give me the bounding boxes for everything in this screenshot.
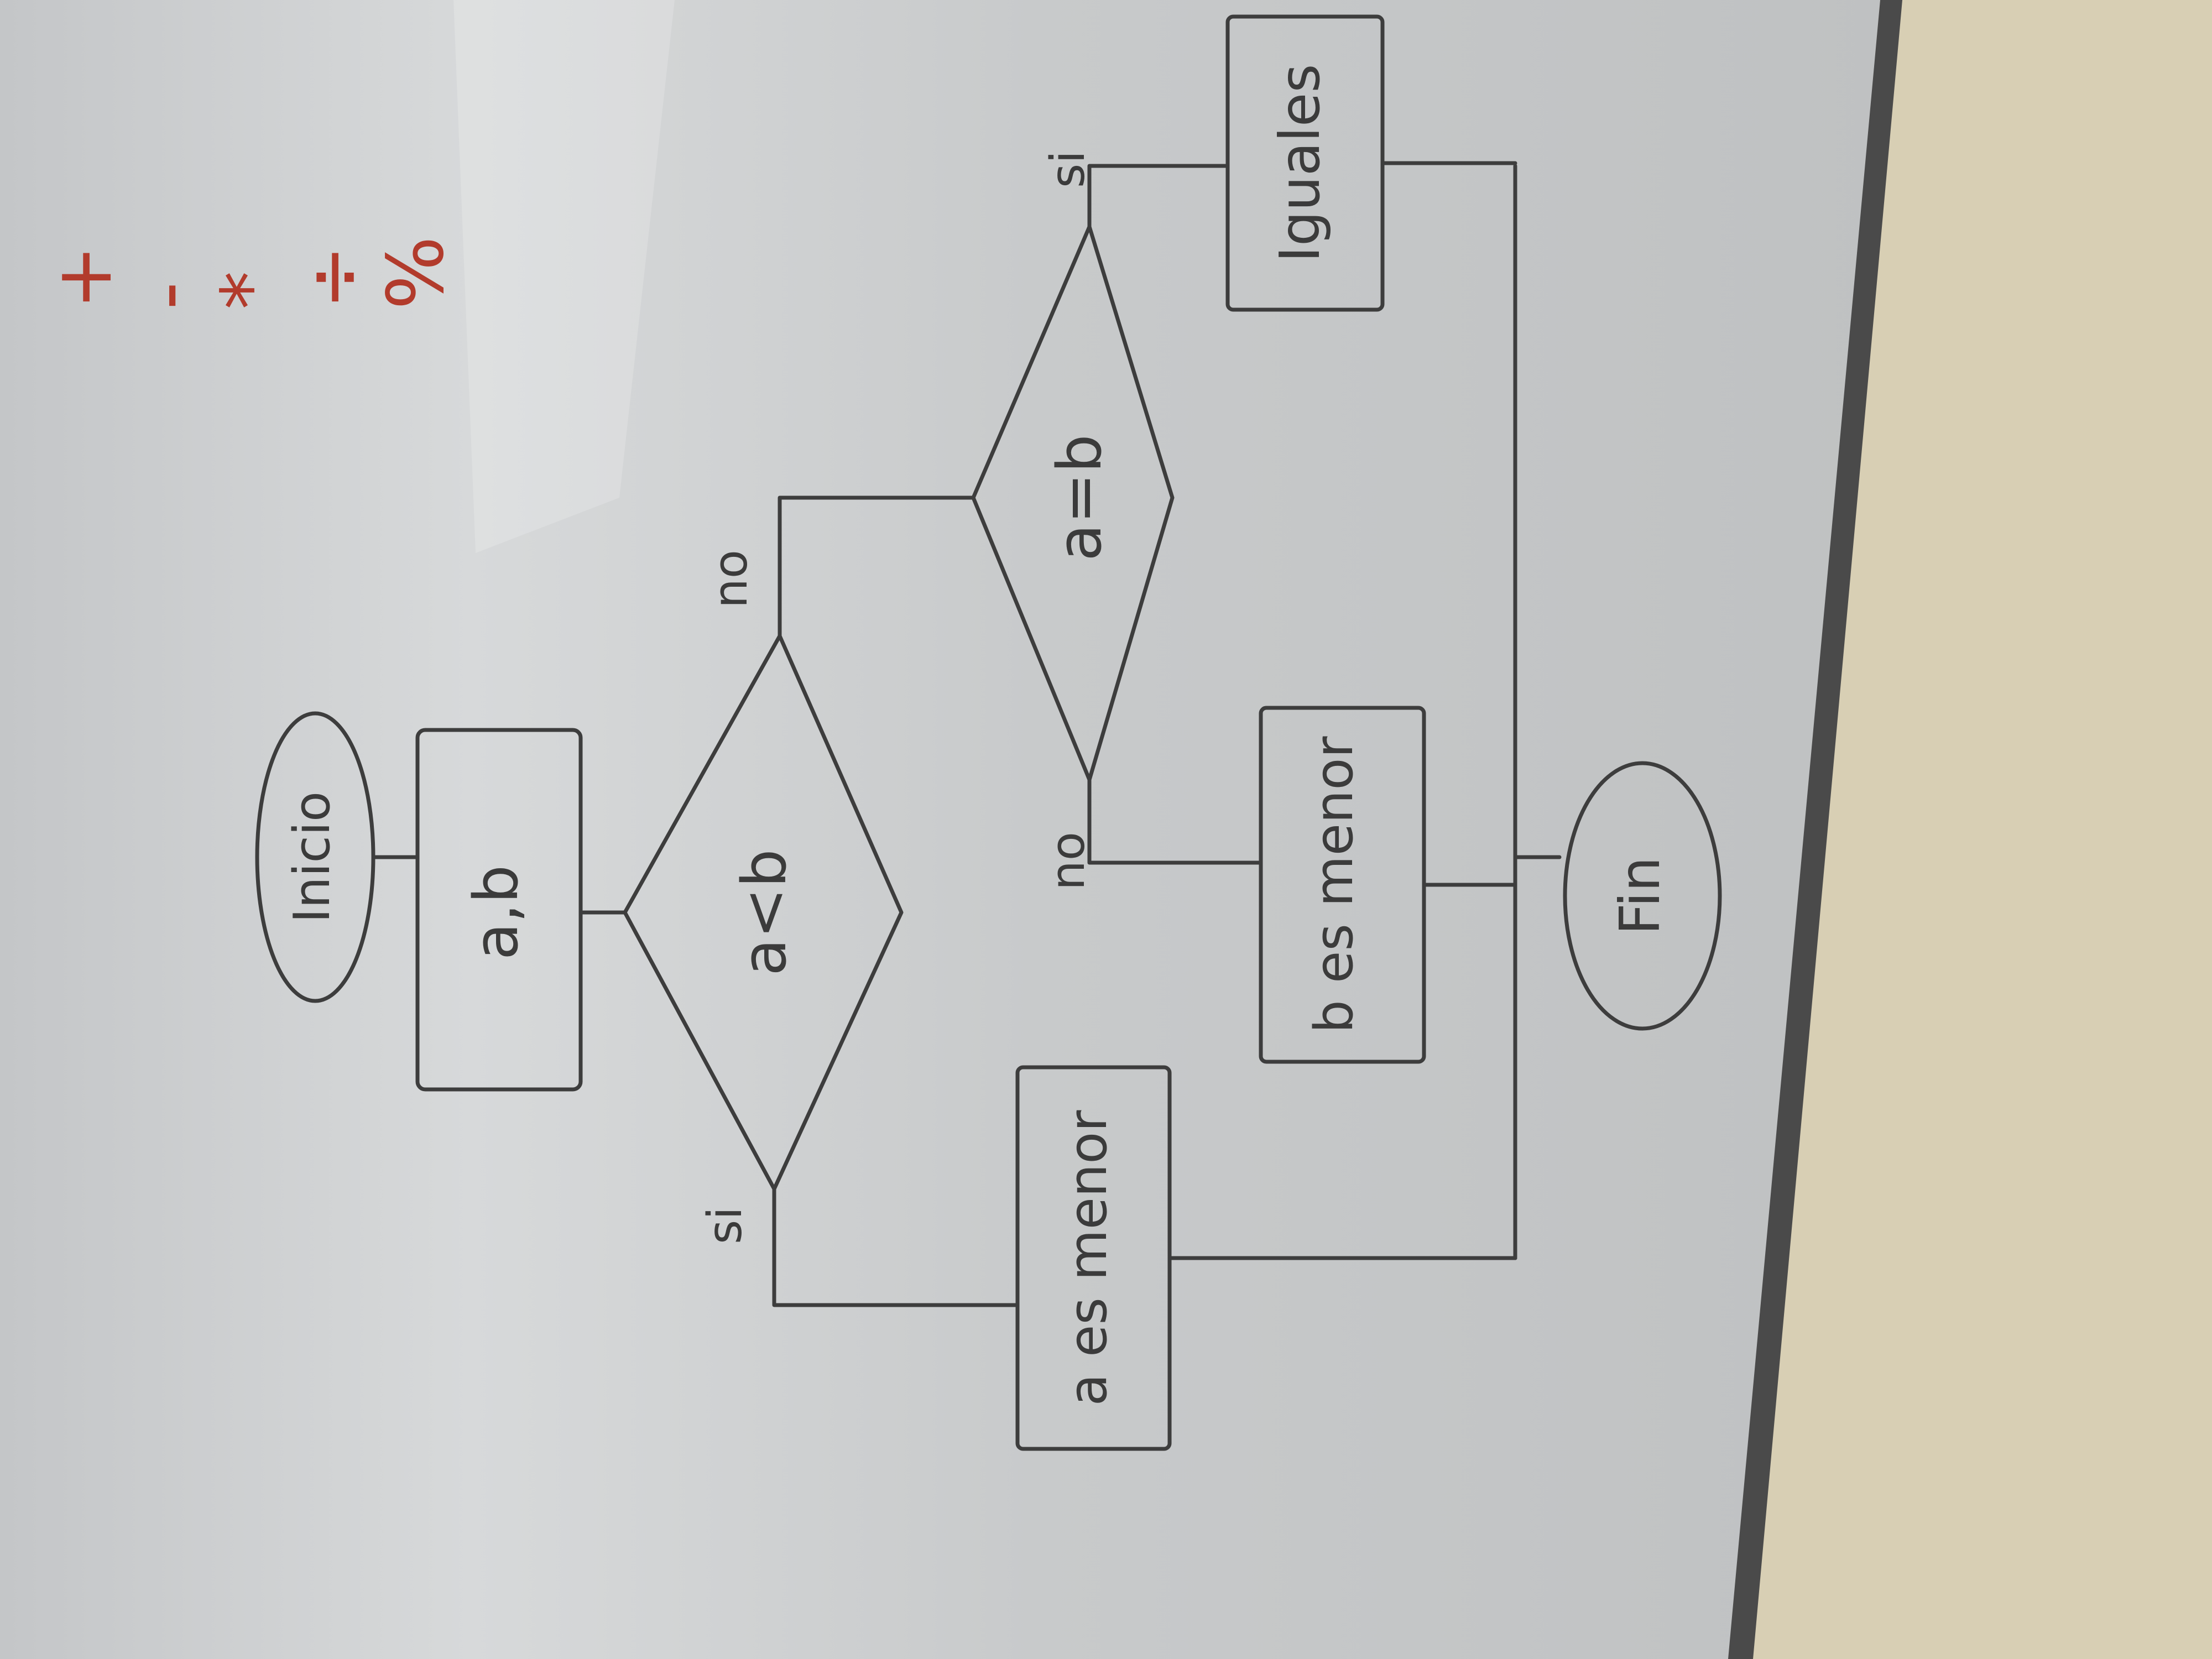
decision2-label: a=b	[1044, 434, 1115, 561]
start-label: Inicio	[283, 791, 341, 923]
decision2-yes-label: si	[1041, 150, 1095, 188]
input-label: a,b	[461, 865, 531, 960]
decision-a-less-b: a<b	[623, 634, 904, 1191]
flowchart: Inicio a,b a<b si no a es menor a=b si	[255, 14, 1722, 1451]
decision2-no-label: no	[1041, 832, 1095, 890]
output-equal-label: Iguales	[1267, 64, 1332, 262]
operator-modulo: %	[371, 236, 461, 310]
operator-notes: + - * ÷ %	[39, 236, 461, 310]
decision-a-equals-b: a=b	[971, 225, 1175, 782]
whiteboard	[0, 0, 1880, 1659]
whiteboard-frame	[1728, 0, 1902, 1659]
output-a-less: a es menor	[1015, 1065, 1172, 1451]
start-node: Inicio	[255, 711, 375, 1003]
operator-minus: -	[122, 281, 212, 310]
output-equal: Iguales	[1225, 14, 1385, 312]
board-glare	[453, 0, 675, 553]
operator-multiply: *	[205, 271, 295, 310]
input-node: a,b	[415, 728, 583, 1092]
end-label: Fin	[1608, 857, 1672, 935]
decision1-yes-label: si	[698, 1207, 753, 1244]
output-a-label: a es menor	[1058, 1110, 1119, 1406]
end-node: Fin	[1563, 761, 1722, 1031]
decision1-no-label: no	[703, 550, 758, 608]
output-b-label: b es menor	[1304, 736, 1365, 1034]
operator-divide: ÷	[288, 245, 378, 310]
decision1-label: a<b	[729, 849, 800, 975]
operator-plus: +	[39, 245, 129, 310]
